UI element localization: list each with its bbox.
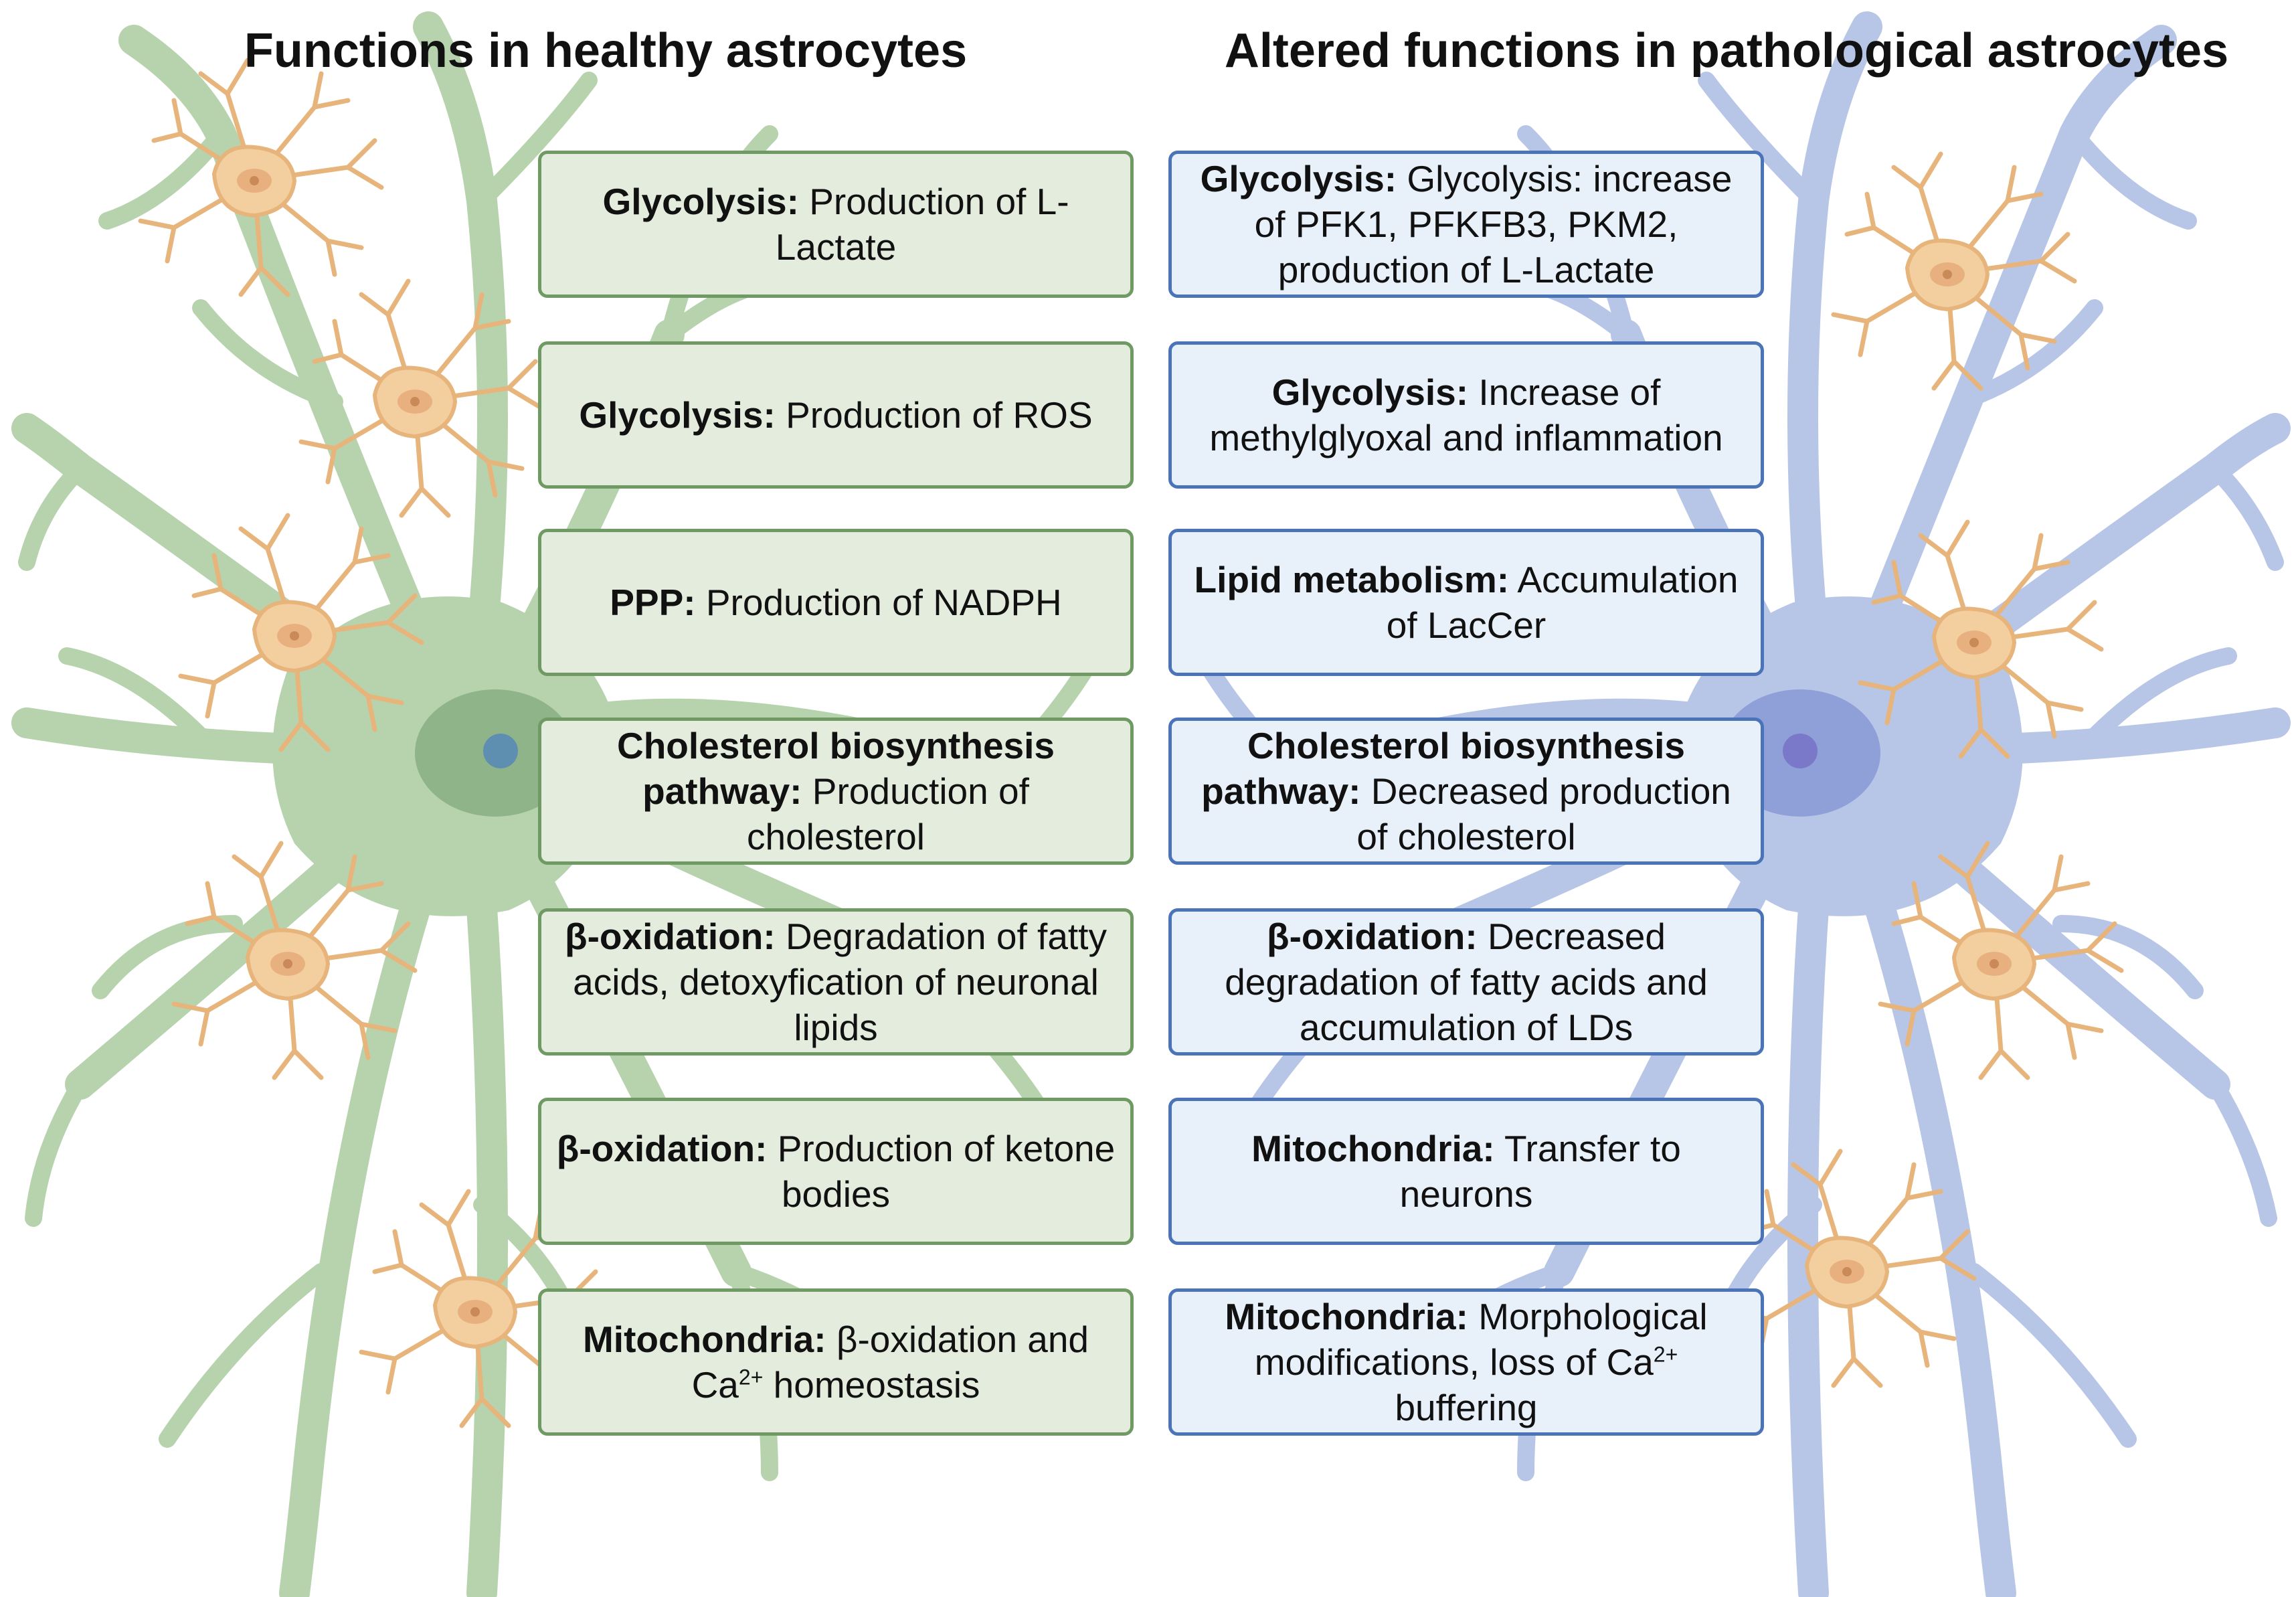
- pathological-box-glycolysis-enzymes: Glycolysis: Glycolysis: increase of PFK1…: [1168, 151, 1764, 298]
- heading-pathological: Altered functions in pathological astroc…: [1224, 24, 2229, 78]
- healthy-box-glycolysis-lactate: Glycolysis: Production of L-Lactate: [538, 151, 1134, 298]
- box-term: Lipid metabolism:: [1194, 559, 1510, 600]
- box-term: Glycolysis:: [1200, 158, 1397, 199]
- heading-healthy: Functions in healthy astrocytes: [244, 24, 968, 78]
- box-term: Cholesterol biosynthesis pathway:: [1201, 725, 1686, 812]
- box-text: Morphological modifications, loss of Ca: [1254, 1296, 1708, 1383]
- box-text: Production of L-Lactate: [775, 181, 1069, 268]
- box-superscript: 2+: [738, 1365, 764, 1390]
- box-text: Degradation of fatty acids, detoxyficati…: [573, 916, 1107, 1048]
- box-text: Glycolysis: increase of PFK1, PFKFB3, PK…: [1254, 158, 1733, 290]
- box-superscript: 2+: [1653, 1342, 1678, 1367]
- box-term: β-oxidation:: [556, 1128, 768, 1169]
- box-term: Mitochondria:: [582, 1319, 826, 1360]
- box-text: Production of cholesterol: [747, 770, 1029, 857]
- box-term: Glycolysis:: [602, 181, 799, 222]
- box-text: Transfer to neurons: [1399, 1128, 1681, 1215]
- box-text: Accumulation of LacCer: [1386, 559, 1739, 646]
- pathological-box-mitochondria-transfer: Mitochondria: Transfer to neurons: [1168, 1098, 1764, 1245]
- box-text-continued: buffering: [1395, 1387, 1538, 1428]
- box-text: Decreased degradation of fatty acids and…: [1225, 916, 1708, 1048]
- box-term: Cholesterol biosynthesis pathway:: [616, 725, 1055, 812]
- box-term: β-oxidation:: [565, 916, 776, 957]
- box-text: Increase of methylglyoxal and inflammati…: [1209, 371, 1723, 458]
- pathological-nucleolus: [1783, 734, 1818, 768]
- box-term: PPP:: [610, 582, 696, 623]
- pathological-box-cholesterol: Cholesterol biosynthesis pathway: Decrea…: [1168, 718, 1764, 865]
- box-term: Glycolysis:: [579, 394, 776, 436]
- healthy-box-glycolysis-ros: Glycolysis: Production of ROS: [538, 341, 1134, 489]
- healthy-box-cholesterol: Cholesterol biosynthesis pathway: Produc…: [538, 718, 1134, 865]
- pathological-box-glycolysis-methylglyoxal: Glycolysis: Increase of methylglyoxal an…: [1168, 341, 1764, 489]
- pathological-box-lipid-metabolism: Lipid metabolism: Accumulation of LacCer: [1168, 529, 1764, 676]
- box-term: Mitochondria:: [1251, 1128, 1495, 1169]
- box-text: Production of ketone bodies: [777, 1128, 1116, 1215]
- box-text-continued: homeostasis: [773, 1364, 980, 1406]
- healthy-box-mitochondria: Mitochondria: β-oxidation and Ca2+ homeo…: [538, 1288, 1134, 1436]
- box-text: Production of ROS: [786, 394, 1093, 436]
- box-term: Glycolysis:: [1271, 371, 1469, 413]
- pathological-box-mitochondria-morphology: Mitochondria: Morphological modification…: [1168, 1288, 1764, 1436]
- pathological-box-beta-oxidation: β-oxidation: Decreased degradation of fa…: [1168, 908, 1764, 1056]
- box-term: β-oxidation:: [1267, 916, 1478, 957]
- healthy-nucleolus: [483, 734, 518, 768]
- healthy-box-beta-oxidation-ketone: β-oxidation: Production of ketone bodies: [538, 1098, 1134, 1245]
- healthy-box-ppp: PPP: Production of NADPH: [538, 529, 1134, 676]
- healthy-box-beta-oxidation-degradation: β-oxidation: Degradation of fatty acids,…: [538, 908, 1134, 1056]
- box-text: β-oxidation and Ca: [691, 1319, 1089, 1406]
- box-term: Mitochondria:: [1225, 1296, 1468, 1337]
- box-text: Production of NADPH: [705, 582, 1062, 623]
- box-text: Decreased production of cholesterol: [1356, 770, 1731, 857]
